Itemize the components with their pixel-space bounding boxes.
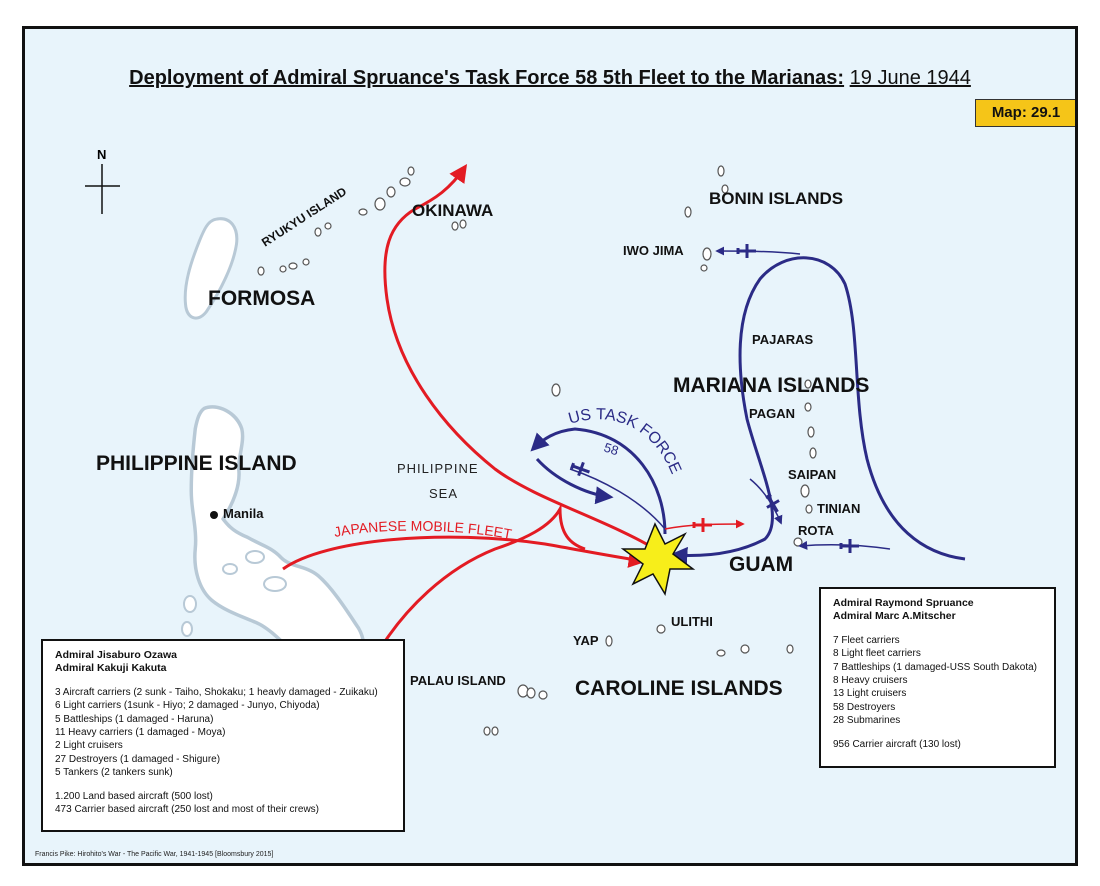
label-rota: ROTA xyxy=(798,523,834,538)
philippines-islets xyxy=(181,550,287,637)
us-ship-entry: 7 Fleet carriers xyxy=(833,634,900,646)
us-strike-iwo-jima xyxy=(715,246,801,256)
japanese-ship-entry: 5 Tankers (2 tankers sunk) xyxy=(55,767,173,779)
us-ship-entry: 58 Destroyers xyxy=(833,701,896,713)
label-ryukyu: RYUKYU ISLAND xyxy=(259,184,349,249)
title-date: 19 June 1944 xyxy=(849,67,971,89)
label-yap: YAP xyxy=(573,633,599,648)
battle-explosion-icon xyxy=(620,522,696,597)
us-forces-box: Admiral Raymond Spruance Admiral Marc A.… xyxy=(819,587,1056,768)
map-title: Deployment of Admiral Spruance's Task Fo… xyxy=(75,67,1025,90)
label-guam: GUAM xyxy=(729,553,794,576)
plane-icon xyxy=(765,493,780,513)
us-commander: Admiral Raymond Spruance xyxy=(833,597,974,609)
manila-marker-icon xyxy=(210,511,218,519)
us-strike-tinian xyxy=(749,478,783,525)
us-commander: Admiral Marc A.Mitscher xyxy=(833,610,956,623)
map-canvas: RYUKYU ISLAND US TASK FORCE JAPANESE MOB… xyxy=(85,164,966,736)
us-task-force-arc xyxy=(530,427,667,535)
label-iwo-jima: IWO JIMA xyxy=(623,243,684,258)
japanese-ship-entry: 6 Light carriers (1sunk - Hiyo; 2 damage… xyxy=(55,700,320,712)
label-mariana: MARIANA ISLANDS xyxy=(673,374,870,397)
label-formosa: FORMOSA xyxy=(208,287,316,310)
plane-icon xyxy=(736,244,756,258)
japanese-ship-entry: 5 Battleships (1 damaged - Haruna) xyxy=(55,713,214,725)
us-ship-entry: 8 Light fleet carriers xyxy=(833,648,921,660)
source-credit: Francis Pike: Hirohito's War - The Pacif… xyxy=(35,851,274,858)
label-pajaras: PAJARAS xyxy=(752,332,814,347)
label-bonin: BONIN ISLANDS xyxy=(709,189,844,208)
japanese-route-south xyxy=(378,503,586,650)
japanese-ship-entry: 27 Destroyers (1 damaged - Shigure) xyxy=(55,753,221,765)
pacific-islets xyxy=(483,165,817,736)
us-ship-entry: 13 Light cruisers xyxy=(833,688,907,700)
label-manila: Manila xyxy=(223,506,264,521)
plane-icon xyxy=(570,461,590,477)
label-ulithi: ULITHI xyxy=(671,614,713,629)
japanese-ship-entry: 11 Heavy carriers (1 damaged - Moya) xyxy=(55,727,226,739)
compass-north-label: N xyxy=(97,147,107,162)
japanese-forces-box: Admiral Jisaburo Ozawa Admiral Kakuji Ka… xyxy=(41,639,405,832)
japanese-commander: Admiral Kakuji Kakuta xyxy=(55,662,167,675)
us-ship-entry: 8 Heavy cruisers xyxy=(833,675,908,687)
ryukyu-islets xyxy=(257,166,467,276)
label-philippine-sea-1: PHILIPPINE xyxy=(397,461,479,476)
japanese-route-main xyxy=(282,535,647,571)
title-main: Deployment of Admiral Spruance's Task Fo… xyxy=(129,67,845,89)
label-saipan: SAIPAN xyxy=(788,467,837,482)
compass-icon xyxy=(85,164,120,214)
label-tinian: TINIAN xyxy=(817,501,861,516)
formosa-landmass xyxy=(183,217,239,320)
japanese-ship-entry: 3 Aircraft carriers (2 sunk - Taiho, Sho… xyxy=(55,686,378,698)
us-aircraft-entry: 956 Carrier aircraft (130 lost) xyxy=(833,738,961,750)
us-route-loop xyxy=(669,256,966,565)
aircraft-symbols xyxy=(570,244,859,553)
label-caroline: CAROLINE ISLANDS xyxy=(575,677,783,700)
us-ship-entry: 7 Battleships (1 damaged-USS South Dakot… xyxy=(833,661,1037,673)
label-okinawa: OKINAWA xyxy=(412,201,494,220)
japanese-aircraft-entry: 1.200 Land based aircraft (500 lost) xyxy=(55,790,213,802)
label-us-task-force-number: 58 xyxy=(602,440,620,459)
label-us-task-force: US TASK FORCE xyxy=(567,406,685,476)
japanese-commander: Admiral Jisaburo Ozawa xyxy=(55,649,177,661)
label-philippine-sea-2: SEA xyxy=(429,486,459,501)
plane-icon xyxy=(839,539,859,553)
japanese-aircraft-entry: 473 Carrier based aircraft (250 lost and… xyxy=(55,804,319,816)
label-philippine-island: PHILIPPINE ISLAND xyxy=(96,452,297,475)
plane-icon xyxy=(692,518,712,532)
us-ship-entry: 28 Submarines xyxy=(833,715,901,727)
map-number-badge: Map: 29.1 xyxy=(975,99,1075,127)
label-pagan: PAGAN xyxy=(749,406,795,421)
japanese-route-okinawa xyxy=(383,164,656,551)
label-palau: PALAU ISLAND xyxy=(410,673,506,688)
japanese-ship-entry: 2 Light cruisers xyxy=(55,740,123,752)
map-frame: RYUKYU ISLAND US TASK FORCE JAPANESE MOB… xyxy=(22,26,1078,866)
us-task-force-inner xyxy=(535,457,614,505)
